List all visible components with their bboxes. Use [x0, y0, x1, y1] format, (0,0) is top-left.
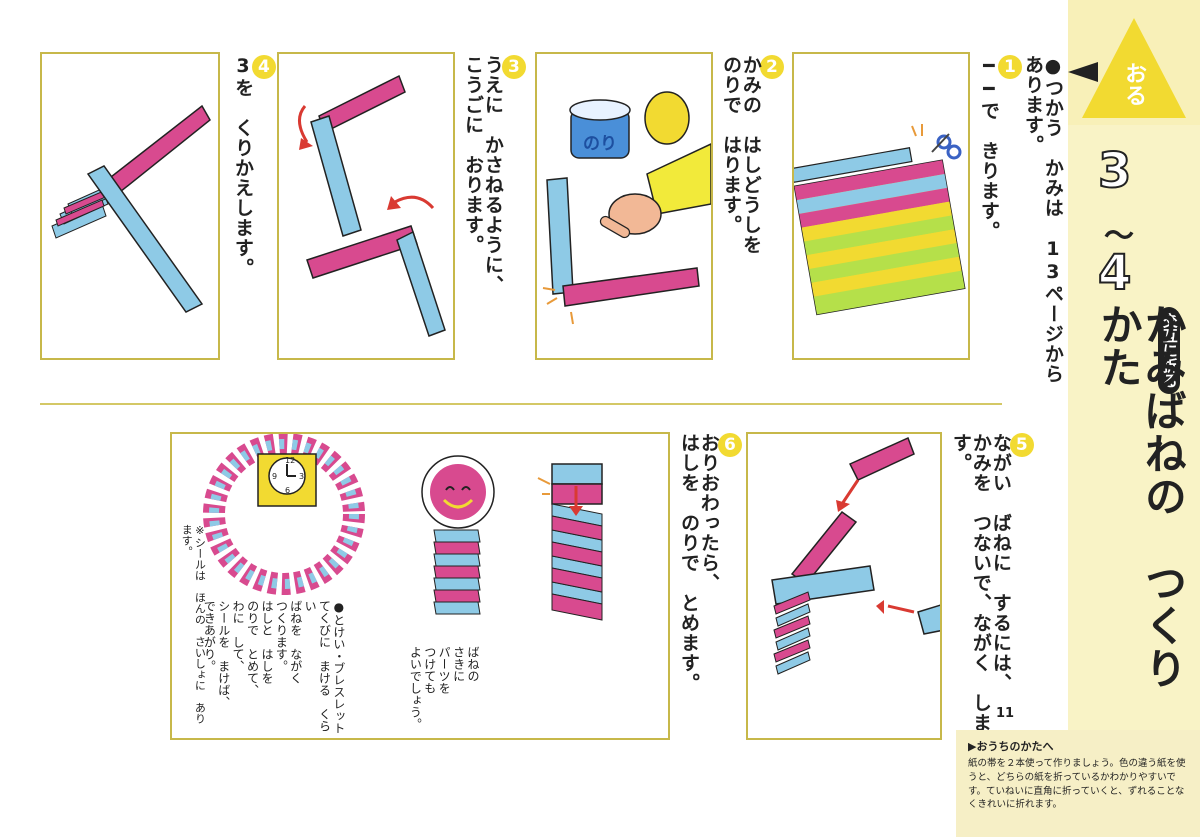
side-band: おる 3 〜 4 歳 交互に折る かみばねの つくりかた: [1068, 0, 1200, 837]
title-area: 3 〜 4 歳 交互に折る かみばねの つくりかた: [1068, 125, 1200, 730]
clock-icon: [257, 453, 317, 507]
age-number-bottom: 4: [1097, 244, 1132, 302]
step-number: 4: [251, 55, 276, 79]
section-divider: [40, 403, 1002, 405]
step-line: こうごに おります。: [461, 55, 484, 255]
parents-note-title: ▶おうちのかたへ: [968, 740, 1054, 753]
glue-label: のり: [583, 134, 617, 154]
parents-note-body: 紙の帯を２本使って作りましょう。色の違う紙を使うと、どちらの紙を折っているかわか…: [968, 758, 1186, 811]
bracelet-note-line: わに して、: [231, 600, 246, 672]
age-tilde: 〜: [1104, 219, 1134, 254]
step-number: 3: [501, 55, 526, 79]
step-1-illustration: [790, 124, 966, 316]
badge-label: おる: [1121, 62, 1147, 106]
step-6-panel: 12 3 6 9 ばねの さきに パーツを つけても よいでしょう。 ●とけい・…: [170, 432, 670, 740]
step-3-panel: [277, 52, 455, 360]
step-4-text: 4 3を くりかえします。: [232, 55, 276, 355]
step-3-illustration: [298, 74, 446, 337]
step-2-panel: のり: [535, 52, 713, 360]
bracelet-note-line: のりで とめて、: [245, 600, 260, 696]
badge-triangle: [1068, 18, 1186, 118]
step-number: 5: [1009, 433, 1034, 457]
step-line: はしを のりで とめます。: [677, 433, 700, 693]
clock-number-12: 12: [285, 456, 296, 465]
bracelet-note-line: はしと はしを: [259, 600, 274, 684]
intro-line: ●つかう かみは 13ページから あります。: [1021, 55, 1064, 404]
step-number: 6: [717, 433, 742, 457]
step-line: かみを つないで、ながく します。: [949, 433, 992, 733]
age-number-top: 3: [1097, 142, 1132, 200]
step-4-illustration: [51, 104, 211, 313]
step-5-panel: [746, 432, 945, 740]
spring-note-line: ばねの: [465, 646, 480, 682]
bracelet-note-line: つくります。: [274, 600, 289, 672]
spring-note-line: パーツを: [437, 646, 452, 694]
spring-note-line: つけても: [422, 646, 437, 694]
clock-number-6: 6: [285, 486, 291, 495]
bracelet-note-line: シールを まけば、: [216, 600, 231, 708]
side-header: おる: [1068, 0, 1200, 125]
intro-text: ●つかう かみは 13ページから あります。: [1021, 55, 1064, 404]
step-2-illustration: [542, 91, 712, 325]
step-5-illustration: [771, 436, 945, 675]
step-line: 3を くりかえします。: [231, 55, 254, 278]
clock-number-9: 9: [272, 472, 278, 481]
sticker-note: ※シールは ほんの さいしょに あります。: [180, 524, 207, 724]
step-1-text: 1 ━━で きります。: [978, 55, 1022, 355]
glue-pot-icon: [569, 91, 690, 159]
step-line: かみの はしどうしを: [739, 55, 762, 255]
bracelet-note-line: ●とけい・ブレスレット: [331, 600, 346, 734]
clock-number-3: 3: [299, 472, 305, 481]
step-4-panel: [40, 52, 220, 360]
page-title: かみばねの つくりかた: [1094, 303, 1188, 690]
spring-note-line: さきに: [451, 646, 466, 682]
bracelet-note-line: てくびに まける くらい: [303, 600, 332, 732]
bracelet-note-line: できあがり。: [202, 600, 217, 672]
technique-tag: 交互に折る: [1158, 307, 1180, 394]
spring-note-line: よいでしょう。: [408, 646, 423, 730]
spring-note: ばねの さきに パーツを つけても よいでしょう。: [408, 646, 480, 736]
hand-icon: [599, 142, 712, 239]
step-line: うえに かさねるように、: [481, 55, 504, 295]
step-1-panel: [790, 52, 970, 360]
page-number: 11: [996, 706, 1015, 721]
step-line: ━━で きります。: [977, 55, 1000, 241]
step-line: のりで はります。: [719, 55, 742, 235]
bracelet-note: ●とけい・ブレスレット てくびに まける くらい ばねを ながく つくります。 …: [202, 600, 346, 734]
step-3-text: 3 うえに かさねるように、 こうごに おります。: [462, 55, 526, 355]
step-line: おりおわったら、: [697, 433, 720, 593]
bracelet-note-line: ばねを ながく: [288, 600, 303, 684]
step-2-text: 2 かみの はしどうしを のりで はります。: [720, 55, 784, 355]
step-line: ながい ばねに するには、: [989, 433, 1012, 693]
step-6-illustration: [203, 433, 603, 621]
scissors-icon: [931, 133, 962, 160]
step-number: 2: [759, 55, 784, 79]
step-6-text: 6 おりおわったら、 はしを のりで とめます。: [678, 433, 742, 733]
step-5-text: 5 ながい ばねに するには、 かみを つないで、ながく します。: [950, 433, 1034, 733]
face-sticker-icon: [421, 455, 495, 529]
step-number: 1: [997, 55, 1022, 79]
parents-note: ▶おうちのかたへ 紙の帯を２本使って作りましょう。色の違う紙を使うと、どちらの紙…: [956, 730, 1200, 837]
